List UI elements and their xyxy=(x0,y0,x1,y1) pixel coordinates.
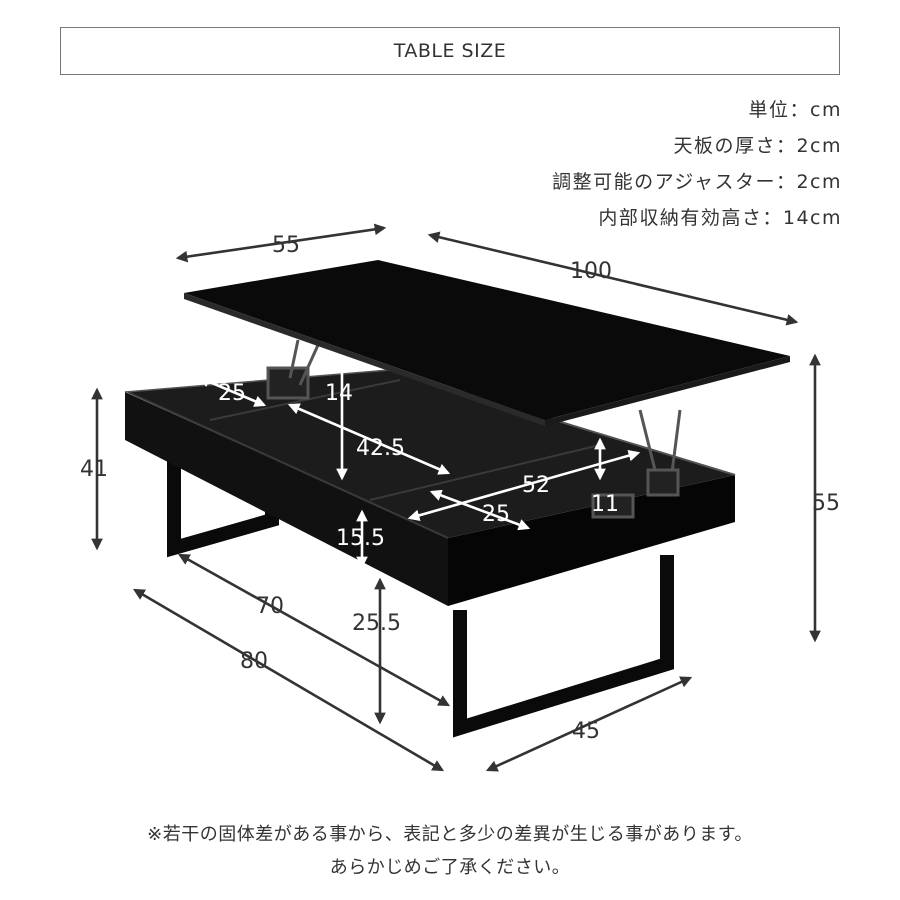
body-right-face xyxy=(448,475,735,606)
dim-height-lifted: 55 xyxy=(812,491,840,516)
dim-leg-span: 70 xyxy=(256,594,284,619)
dim-height-closed: 41 xyxy=(80,457,108,482)
dim-compartment-depth: 25 xyxy=(218,381,246,406)
dim-floor-clearance: 25.5 xyxy=(352,611,401,636)
dim-body-width: 80 xyxy=(240,649,268,674)
spec-unit: 単位：cm xyxy=(748,99,842,121)
spec-adjuster: 調整可能のアジャスター：2cm xyxy=(552,171,842,193)
spec-list: 単位：cm 天板の厚さ：2cm 調整可能のアジャスター：2cm 内部収納有効高さ… xyxy=(552,92,842,236)
dim-compartment-depth-front: 25 xyxy=(482,502,510,527)
title-box: TABLE SIZE xyxy=(60,27,840,75)
tabletop-edge xyxy=(184,293,545,426)
disclaimer-line-2: あらかじめご了承ください。 xyxy=(329,857,571,878)
dim-compartment-length: 42.5 xyxy=(356,436,405,461)
spec-top-thickness: 天板の厚さ：2cm xyxy=(673,135,842,157)
page-title: TABLE SIZE xyxy=(393,40,507,62)
dim-drawer-height: 15.5 xyxy=(336,526,385,551)
tabletop-surface xyxy=(184,260,790,420)
dim-inner-height-back: 14 xyxy=(325,381,353,406)
table-illustration xyxy=(124,260,790,738)
dimension-arrows xyxy=(91,223,821,772)
dim-top-depth: 55 xyxy=(272,233,300,258)
dim-body-depth: 45 xyxy=(572,719,600,744)
hinge-mechanism-left xyxy=(266,339,320,400)
spec-storage-height: 内部収納有効高さ：14cm xyxy=(598,207,842,229)
dim-compartment-length-front: 52 xyxy=(522,473,550,498)
dim-top-width: 100 xyxy=(570,259,612,284)
disclaimer-line-1: ※若干の固体差がある事から、表記と多少の差異が生じる事があります。 xyxy=(147,824,753,845)
dim-compartment-height-front: 11 xyxy=(591,492,619,517)
